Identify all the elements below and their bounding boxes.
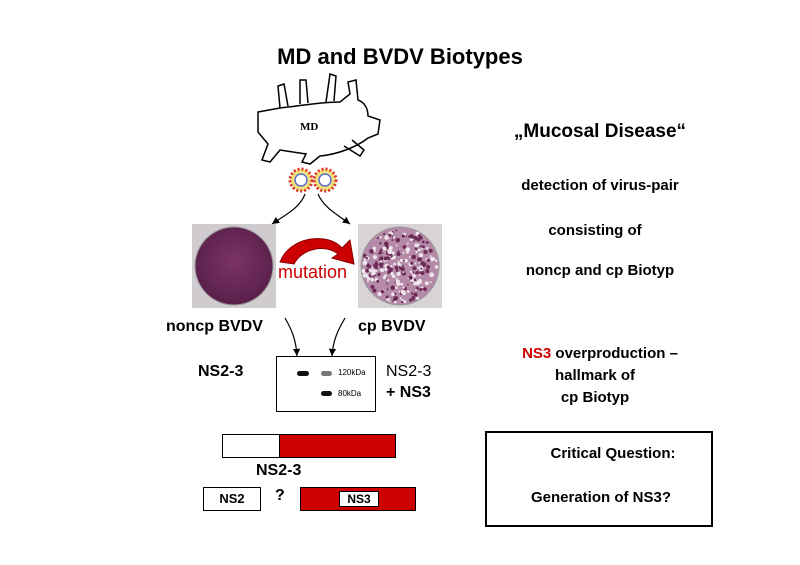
ns23-bar-ns2-part	[222, 434, 280, 458]
ns3-overproduction-text: NS3 overproduction –	[470, 345, 730, 362]
ns3-box: NS3	[300, 487, 416, 511]
noncp-bvdv-label: noncp BVDV	[166, 318, 263, 335]
detection-text: detection of virus-pair	[521, 177, 679, 194]
critical-question-line1: Critical Question:	[550, 445, 676, 462]
mucosal-disease-heading: „Mucosal Disease“	[513, 121, 687, 142]
blot-band-cp-80	[321, 391, 332, 396]
cow-md-label: MD	[300, 121, 318, 133]
blot-band-noncp	[297, 371, 309, 376]
blot-120kda-label: 120kDa	[338, 368, 366, 377]
virus-pair-icon	[288, 167, 338, 193]
critical-question-box: Critical Question: Generation of NS3?	[485, 431, 713, 527]
ns2-box: NS2	[203, 487, 261, 511]
blot-80kda-label: 80kDa	[338, 389, 362, 398]
ns3-box-label: NS3	[339, 491, 379, 507]
western-blot: 120kDa 80kDa	[276, 356, 376, 412]
critical-question-line2: Generation of NS3?	[530, 489, 672, 506]
noncp-cp-text: noncp and cp Biotyp	[525, 262, 675, 279]
ns23-bar-ns3-part	[279, 434, 396, 458]
mutation-arrow-icon	[279, 238, 355, 265]
cow-illustration: MD	[257, 73, 381, 165]
blot-left-label: NS2-3	[198, 363, 244, 380]
ns23-bar-label: NS2-3	[256, 462, 302, 479]
blot-right-label-ns23: NS2-3	[386, 363, 432, 380]
noncp-plate-image	[192, 224, 276, 308]
ns23-bar	[222, 434, 396, 458]
cp-biotyp-text: cp Biotyp	[560, 389, 630, 406]
ns3-red-label: NS3	[522, 345, 552, 362]
cp-plate-image	[358, 224, 442, 308]
cp-bvdv-label: cp BVDV	[358, 318, 426, 335]
question-mark: ?	[275, 487, 285, 504]
page-title: MD and BVDV Biotypes	[277, 44, 523, 69]
mutation-label: mutation	[278, 262, 348, 282]
overproduction-label: overproduction –	[551, 345, 678, 362]
blot-band-cp-120	[321, 371, 332, 376]
consisting-text: consisting of	[548, 222, 642, 239]
hallmark-text: hallmark of	[554, 367, 636, 384]
blot-right-label-ns3: + NS3	[386, 384, 431, 401]
